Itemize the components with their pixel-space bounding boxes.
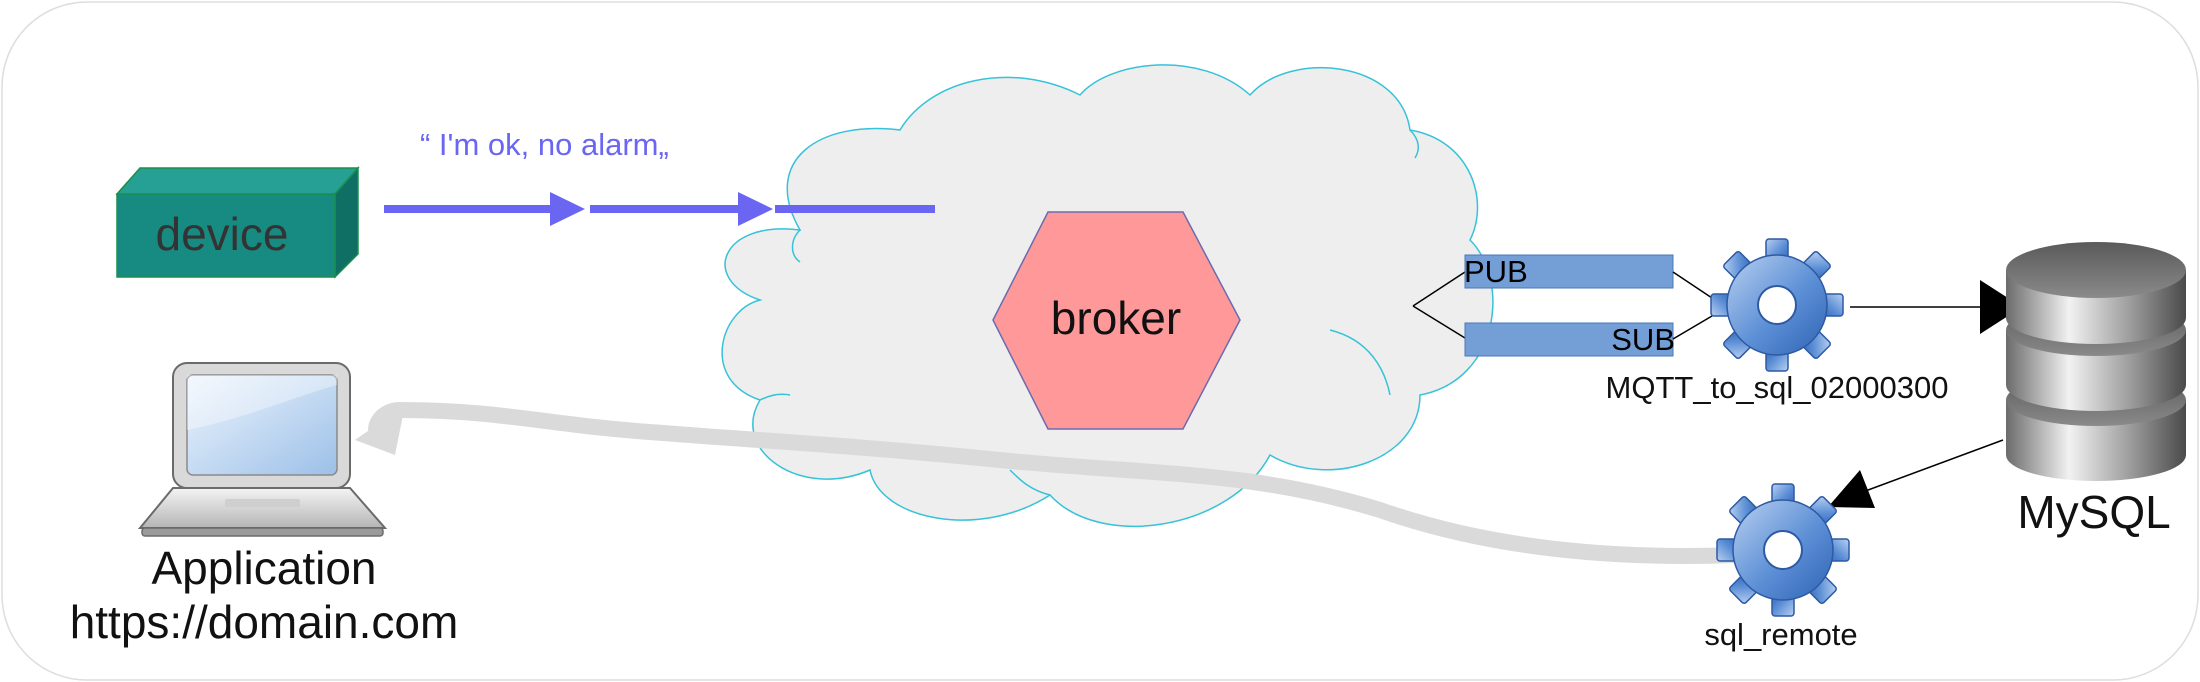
pub-topic-bar: PUB (1464, 254, 1674, 289)
laptop-icon (137, 362, 388, 537)
gear-icon (1716, 483, 1850, 617)
device-box: device (115, 166, 360, 279)
query-arrowhead (1828, 470, 1875, 508)
application-url: https://domain.com (70, 596, 459, 648)
broker-hexagon: broker (992, 211, 1241, 430)
device-label: device (156, 208, 289, 260)
sql-remote-label: sql_remote (1704, 617, 1857, 652)
publish-arrow (384, 192, 935, 226)
sub-label: SUB (1611, 322, 1675, 357)
pub-label: PUB (1464, 254, 1528, 289)
broker-label: broker (1051, 292, 1181, 344)
message-label: “ I'm ok, no alarm„ (420, 127, 669, 162)
return-path (355, 401, 1743, 564)
mqtt-to-sql-label: MQTT_to_sql_02000300 (1606, 370, 1949, 405)
application-label: Application (151, 542, 376, 594)
sub-to-gear-line (1672, 315, 1713, 340)
database-icon (2006, 242, 2186, 481)
gear-icon (1710, 238, 1844, 372)
topic-connector (1412, 271, 1466, 339)
query-arrow-line (1859, 439, 2004, 494)
pub-to-gear-line (1672, 271, 1713, 299)
sub-topic-bar: SUB (1464, 322, 1675, 357)
insert-arrowhead (1980, 280, 2022, 334)
mysql-label: MySQL (2017, 486, 2170, 538)
